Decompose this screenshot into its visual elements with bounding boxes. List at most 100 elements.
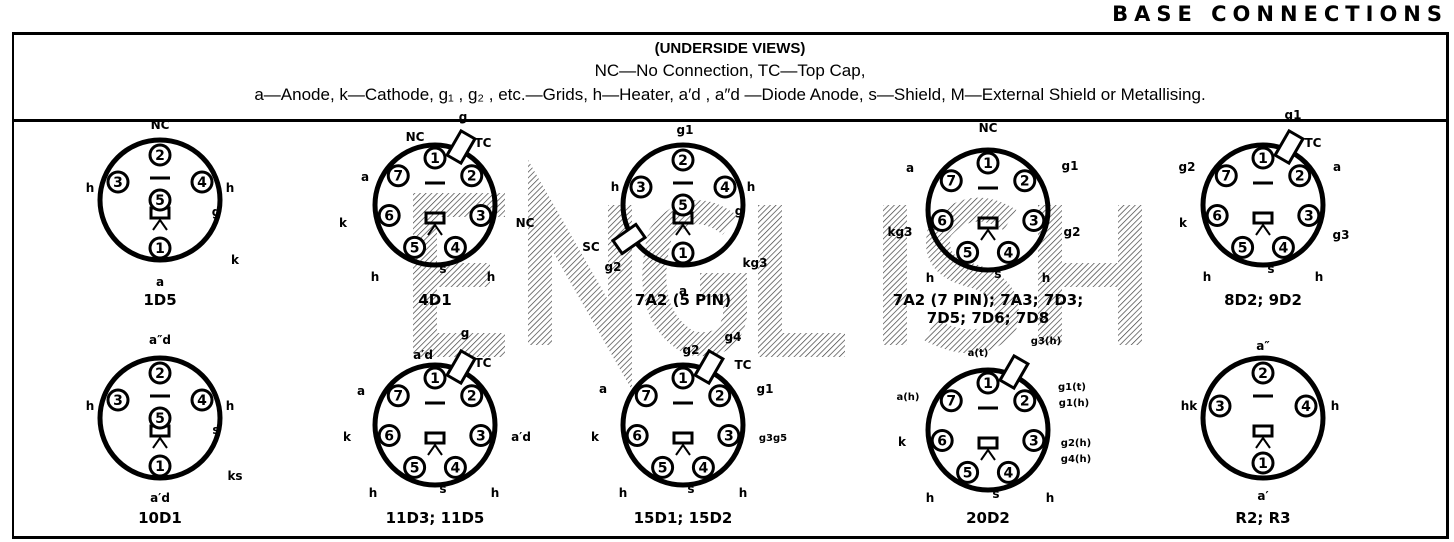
heater-symbol (980, 228, 996, 241)
top-cap (693, 348, 725, 386)
pin-number: 5 (963, 245, 973, 261)
electrode-label: g3(h) (1031, 336, 1061, 347)
pin-number: 3 (724, 428, 734, 444)
electrode-label: s (1267, 262, 1274, 276)
top-cap (1273, 128, 1305, 166)
pin-number: 4 (699, 460, 709, 476)
pin-circle (939, 389, 963, 413)
electrode-label: h (491, 486, 500, 500)
legend: (UNDERSIDE VIEWS) NC—No Connection, TC—T… (14, 35, 1446, 122)
electrode-label: NC (979, 121, 998, 135)
pin-number: 2 (715, 389, 725, 405)
pin-circle (956, 460, 980, 484)
heater-symbol (1255, 223, 1271, 236)
electrode-label: s (687, 482, 694, 496)
electrode-label: g (461, 326, 470, 340)
watermark-letter-shape (758, 205, 845, 357)
electrode-label: hk (1181, 399, 1199, 413)
cathode-symbol (424, 211, 446, 225)
valve-base-outline (97, 137, 223, 263)
electrode-label: h (371, 270, 380, 284)
electrode-label: g (735, 204, 744, 218)
electrode-label: a″d (149, 333, 171, 347)
electrode-label: k (591, 430, 600, 444)
diagram-frame: (UNDERSIDE VIEWS) NC—No Connection, TC—T… (12, 32, 1449, 539)
watermark-letter-shape (924, 197, 1019, 354)
valve-type-label: 8D2; 9D2 (1224, 291, 1302, 309)
electrode-label: a′d (413, 348, 433, 362)
valve-type-label: 20D2 (966, 509, 1010, 527)
electrode-label: a′ (1257, 489, 1268, 503)
pin-number: 3 (476, 428, 486, 444)
electrode-label: kg3 (888, 225, 913, 239)
pin-circle (691, 455, 715, 479)
pin-number: 5 (1238, 240, 1248, 256)
pin-circle (1297, 203, 1321, 227)
pin-number: 6 (384, 208, 394, 224)
electrode-label: k (343, 430, 352, 444)
legend-heading: (UNDERSIDE VIEWS) (654, 40, 806, 57)
electrode-label: s (994, 267, 1001, 281)
valve-type-label: 11D3; 11D5 (386, 509, 485, 527)
pin-number: 2 (678, 153, 688, 169)
pin-circle (634, 384, 658, 408)
electrode-label: h (747, 180, 756, 194)
pin-circle (460, 164, 484, 188)
watermark-letter-shape (1038, 205, 1142, 345)
pin-number: 3 (1215, 399, 1225, 415)
cathode-symbol (977, 436, 999, 450)
pin-circle (1231, 235, 1255, 259)
top-cap (445, 128, 477, 166)
electrode-label: h (1315, 270, 1324, 284)
pin-circle (469, 423, 493, 447)
valve-base-outline (620, 142, 746, 268)
pin-number: 6 (1212, 208, 1222, 224)
pin-number: 2 (467, 169, 477, 185)
pin-circle (1013, 389, 1037, 413)
valve-type-label: 7D5; 7D6; 7D8 (927, 309, 1049, 327)
pin-number: 5 (658, 460, 668, 476)
pin-circle (1214, 164, 1238, 188)
electrode-label: a (599, 382, 607, 396)
pin-number: 3 (636, 180, 646, 196)
pin-circle (1294, 394, 1318, 418)
electrode-label: k (1179, 216, 1188, 230)
valve-base-outline (925, 147, 1051, 273)
pin-number: 4 (197, 175, 207, 191)
valve-type-label: 7A2 (7 PIN); 7A3; 7D3; (893, 291, 1083, 309)
cathode-symbol (1252, 211, 1274, 225)
electrode-label: h (369, 486, 378, 500)
pin-circle (403, 235, 427, 259)
pin-circle (1251, 361, 1275, 385)
pin-number: 7 (641, 389, 651, 405)
pin-circle (1251, 146, 1275, 170)
pin-number: 5 (155, 193, 165, 209)
pin-number: 1 (155, 459, 165, 475)
electrode-label: g2 (1179, 160, 1196, 174)
electrode-label: ks (227, 469, 242, 483)
pin-circle (1208, 394, 1232, 418)
pin-number: 5 (155, 411, 165, 427)
electrode-label: k (231, 253, 240, 267)
pin-number: 3 (113, 393, 123, 409)
pin-circle (1022, 208, 1046, 232)
pin-circle (930, 428, 954, 452)
electrode-label: h (226, 399, 235, 413)
heater-symbol (152, 436, 168, 449)
electrode-label: g1 (1285, 108, 1302, 122)
electrode-label: TC (475, 136, 492, 150)
pin-circle (403, 455, 427, 479)
electrode-label: h (487, 270, 496, 284)
pin-number: 1 (678, 246, 688, 262)
electrode-label: SC (582, 240, 600, 254)
pin-number: 5 (410, 460, 420, 476)
pin-circle (148, 406, 172, 430)
pin-number: 7 (1221, 169, 1231, 185)
pin-circle (625, 423, 649, 447)
pin-number: 4 (1004, 245, 1014, 261)
electrode-label: s (439, 262, 446, 276)
heater-symbol (152, 218, 168, 231)
